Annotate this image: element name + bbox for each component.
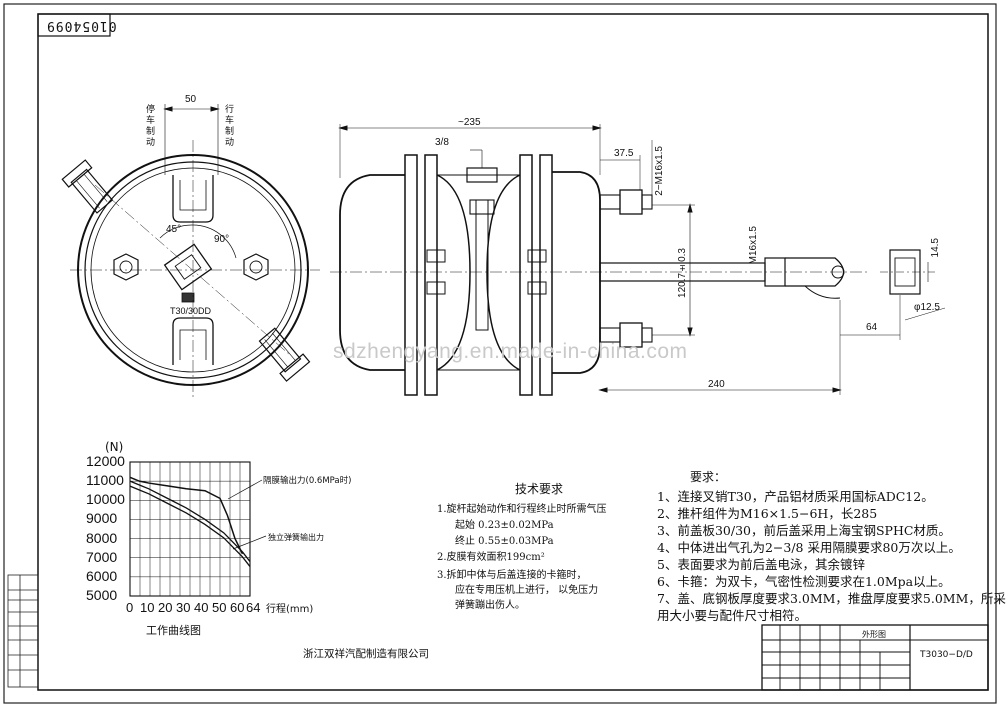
chart-x-unit: 行程(mm): [266, 604, 314, 615]
dim-37-5: 37.5: [614, 148, 634, 159]
requirement-line: 3、前盖板30/30，前后盖采用上海宝钢SPHC材质。: [657, 523, 951, 538]
dim-14-5: 14.5: [930, 238, 941, 258]
port-size-label: 3/8: [435, 137, 449, 148]
chart-y-tick-label: 12000: [86, 453, 125, 469]
dim-240: 240: [708, 379, 725, 390]
inner-border: [37, 13, 989, 691]
tech-requirement-line: 3.拆卸中体与后盖连接的卡箍时，: [437, 570, 587, 581]
chart-y-tick-label: 11000: [86, 472, 124, 489]
label-parking-brake: 停车制动: [144, 104, 154, 148]
chart-x-tick-label: 10: [140, 600, 155, 615]
dim-50: 50: [185, 94, 197, 105]
requirement-line: 2、推杆组件为M16×1.5−6H，长285: [657, 506, 878, 521]
dim-m16-rod: M16x1.5: [748, 226, 759, 265]
chart-y-unit: (N): [105, 440, 124, 454]
side-view: [330, 124, 946, 396]
chart-x-tick-label: 20: [158, 600, 173, 615]
series-line-1: [129, 476, 244, 555]
series-line-2: [129, 480, 251, 562]
tech-requirement-line: 终止 0.55±0.03MPa: [455, 536, 554, 547]
dim-12-5: φ12.5: [914, 302, 940, 313]
chart-y-tick-label: 8000: [86, 529, 118, 546]
tech-requirement-line: 1.旋杆起始动作和行程终止时所需气压: [437, 504, 607, 515]
requirement-line: 7、盖、底钢板厚度要求3.0MM，推盘厚度要求5.0MM，所采: [657, 591, 1006, 606]
leader-line-spring: [232, 535, 267, 550]
chart-x-tick-label: 60: [230, 600, 245, 615]
dim-64: 64: [866, 322, 878, 333]
force-stroke-chart: [129, 461, 267, 597]
series-line-2-band: [129, 485, 251, 567]
document-number: 01054099: [46, 18, 117, 33]
requirement-line: 5、表面要求为前后盖电泳，其余镀锌: [657, 557, 865, 572]
dim-235: ~235: [458, 117, 481, 128]
chart-x-tick-label: 0: [126, 600, 134, 615]
model-label: T30/30DD: [170, 306, 212, 316]
chart-label-diaphragm-force: 隔膜输出力(0.6MPa时): [263, 476, 352, 486]
chart-y-tick-label: 6000: [86, 567, 118, 584]
chart-label-spring-force: 独立弹簧输出力: [268, 533, 324, 542]
requirement-line: 1、连接叉销T30，产品铝材质采用国标ADC12。: [657, 489, 934, 504]
tech-requirement-line: 弹簧蹦出伤人。: [455, 600, 525, 611]
chart-y-tick-label: 10000: [86, 491, 125, 508]
angle-45-label: 45°: [166, 224, 182, 235]
tech-requirement-line: 起始 0.23±0.02MPa: [455, 520, 554, 531]
chart-y-tick-label: 7000: [86, 548, 118, 565]
tech-requirement-line: 应在专用压机上进行， 以免压力: [455, 585, 599, 596]
requirements-title: 要求：: [690, 470, 727, 484]
requirement-line: 用大小要与配件尺寸相符。: [657, 608, 808, 623]
tech-requirement-line: 2.皮膜有效面积199cm²: [437, 552, 545, 563]
tech-requirements-title: 技术要求: [515, 482, 564, 496]
chart-x-tick-label: 64: [246, 600, 261, 615]
chart-title: 工作曲线图: [146, 624, 201, 637]
watermark: sdzhengyang.en.made-in-china.com: [333, 340, 688, 363]
chart-x-tick-label: 30: [176, 600, 191, 615]
angle-90-label: 90°: [214, 234, 230, 245]
company-name: 浙江双祥汽配制造有限公司: [303, 648, 429, 660]
dim-120-7: 120.7±0.3: [677, 248, 688, 298]
label-service-brake: 行车制动: [223, 104, 233, 148]
requirement-line: 4、中体进出气孔为2−3/8 采用隔膜要求80万次以上。: [657, 540, 961, 555]
title-block-name: 外形图: [862, 630, 886, 639]
title-block: [761, 624, 989, 691]
outer-border: [3, 3, 997, 704]
doc-number-box: [37, 13, 111, 37]
dim-m16-ports: 2−M16x1.5: [654, 146, 665, 196]
chart-y-tick-label: 5000: [86, 587, 118, 603]
chart-x-tick-label: 40: [194, 600, 209, 615]
side-table: [7, 574, 39, 688]
chart-x-tick-label: 50: [212, 600, 227, 615]
front-view: [61, 104, 320, 400]
leader-line-diaphragm: [227, 479, 263, 500]
requirement-line: 6、卡箍：为双卡，气密性检测要求在1.0Mpa以上。: [657, 574, 951, 589]
chart-y-tick-label: 9000: [86, 510, 118, 527]
title-block-drawing-no: T3030−D/D: [920, 650, 973, 660]
